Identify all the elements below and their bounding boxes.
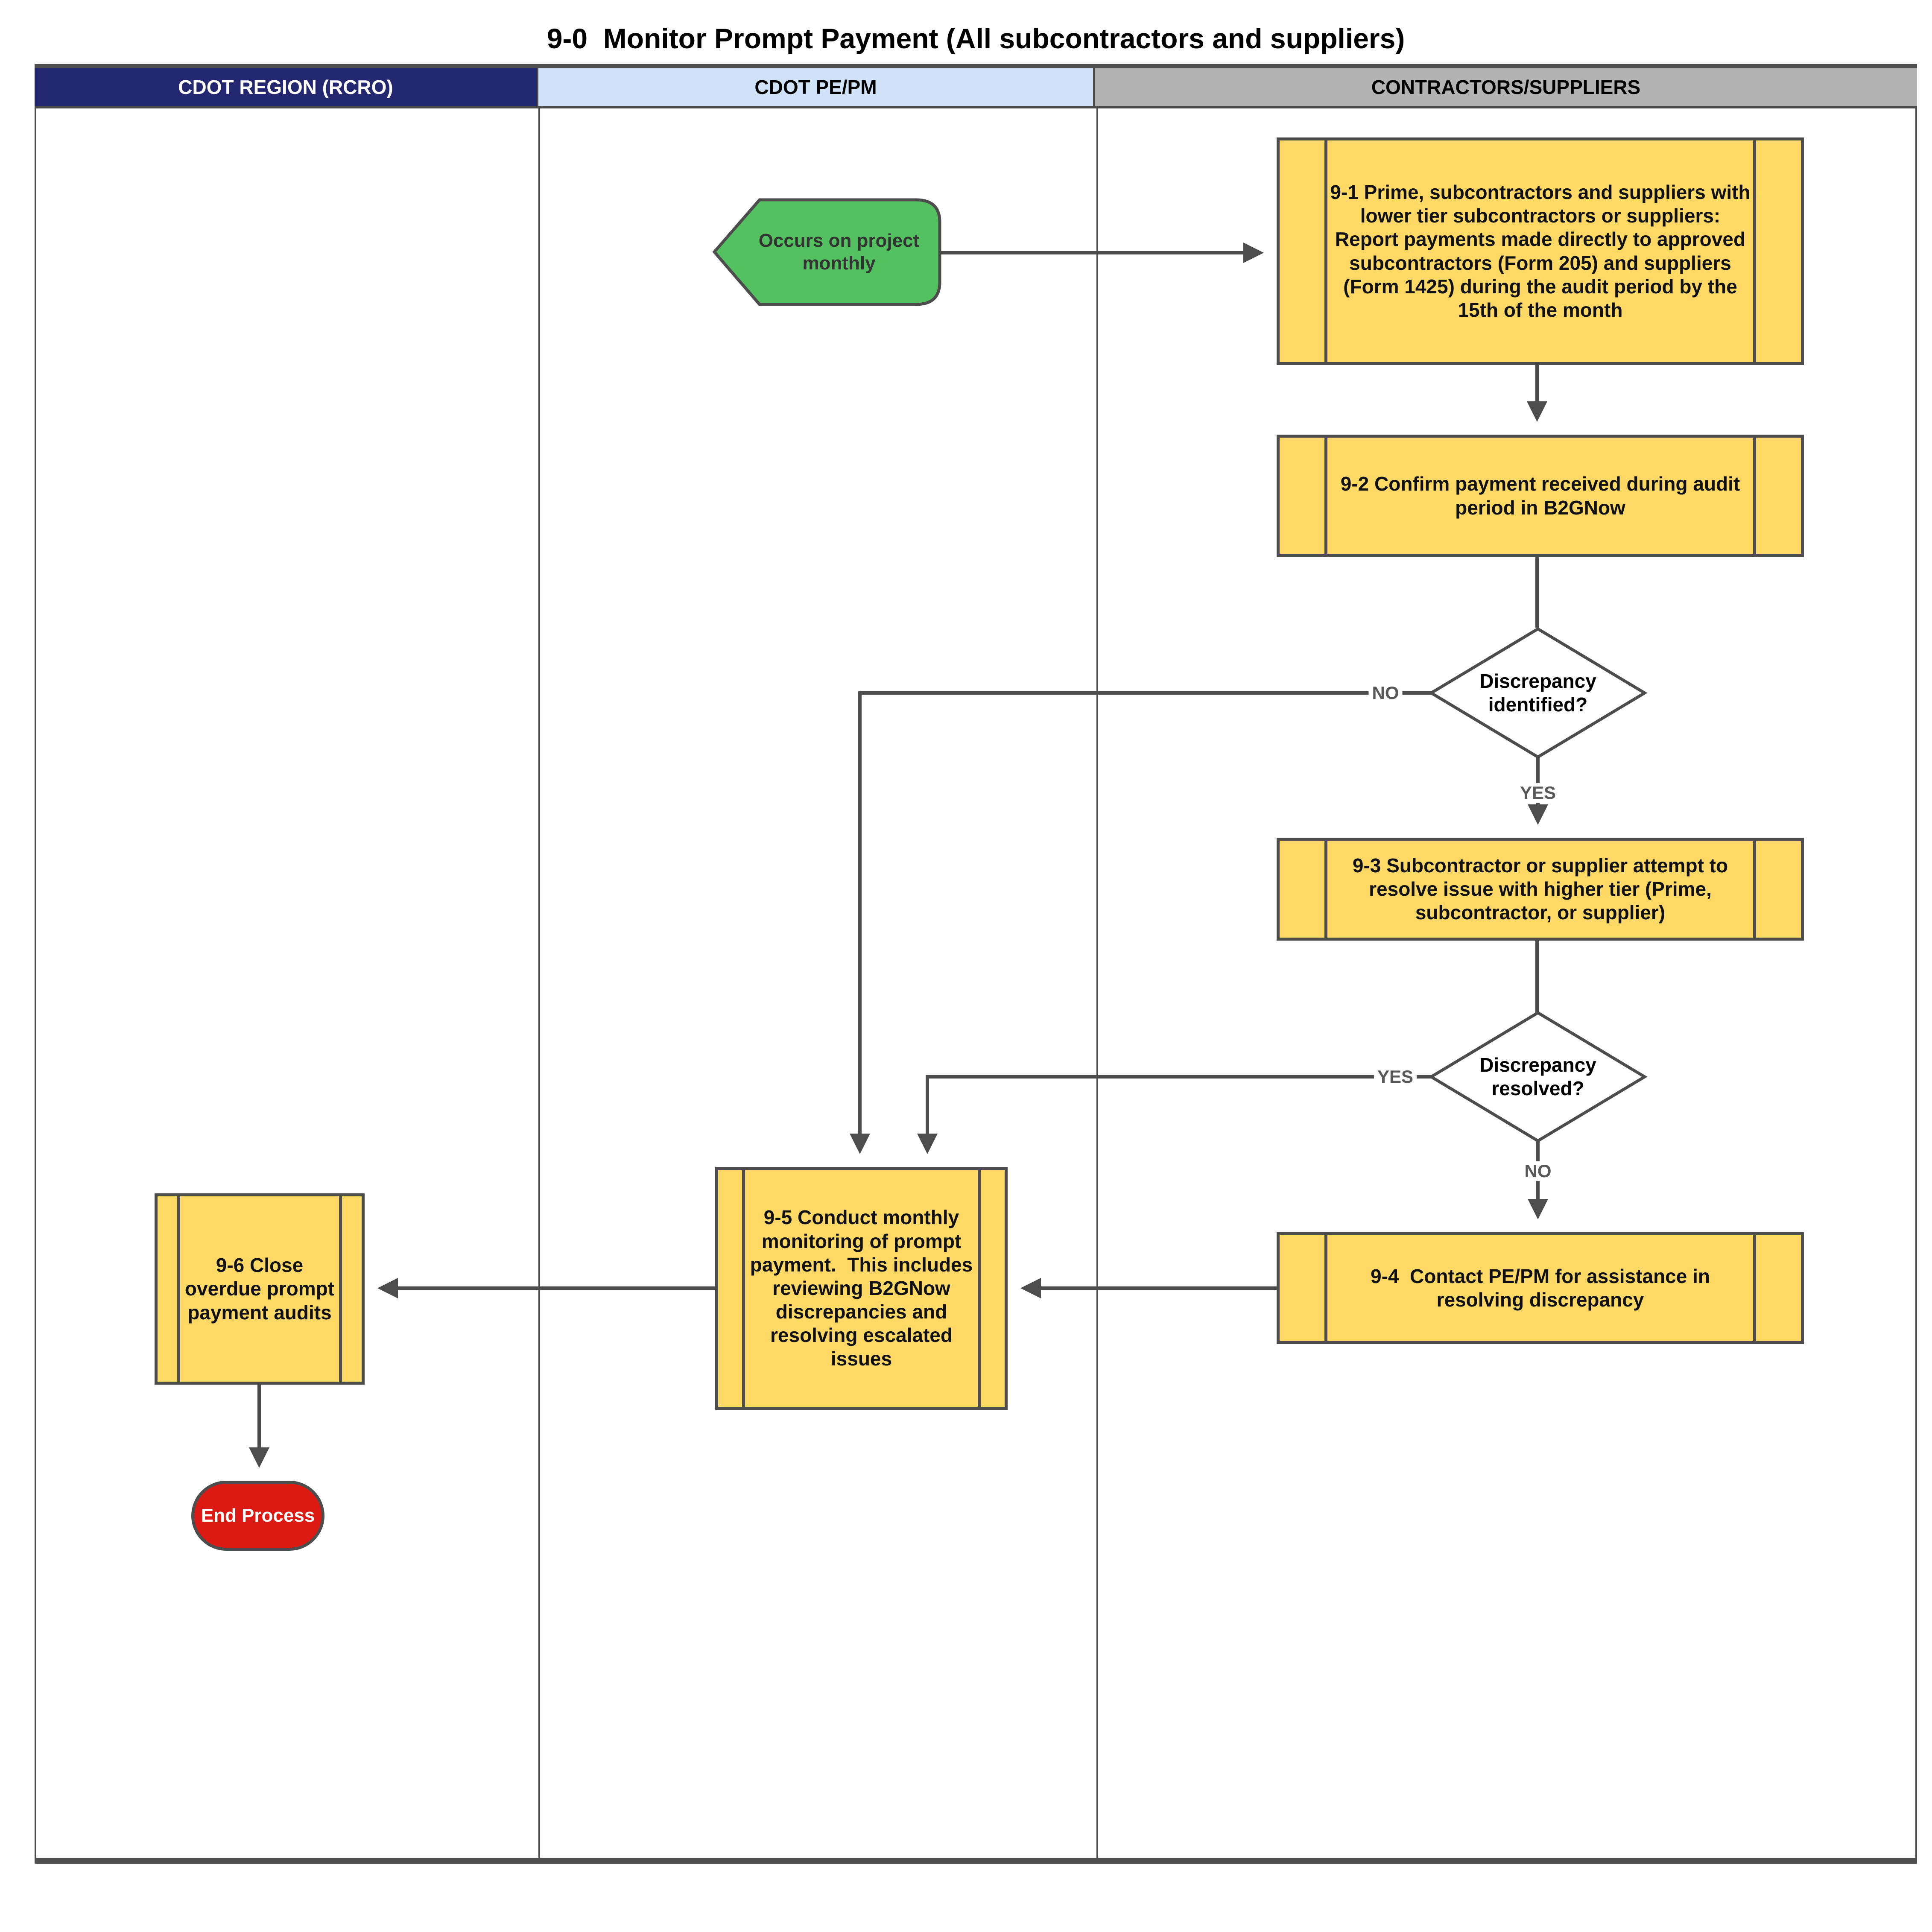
process-box-9-2-label: 9-2 Confirm payment received during audi… xyxy=(1340,473,1746,519)
start-event-label: Occurs on project monthly xyxy=(758,230,925,274)
connector-decision-2-yes-to-9-5 xyxy=(917,1075,1431,1154)
process-box-9-6-label: 9-6 Close overdue prompt payment audits xyxy=(184,1254,340,1324)
process-box-9-3-label: 9-3 Subcontractor or supplier attempt to… xyxy=(1352,854,1733,924)
process-box-9-1: 9-1 Prime, subcontractors and suppliers … xyxy=(1277,137,1804,365)
start-event-shape xyxy=(712,198,941,306)
process-box-9-5: 9-5 Conduct monthly monitoring of prompt… xyxy=(715,1167,1008,1410)
lane-header-cdot-region: CDOT REGION (RCRO) xyxy=(35,68,538,108)
end-terminator: End Process xyxy=(191,1481,324,1551)
process-box-9-5-label: 9-5 Conduct monthly monitoring of prompt… xyxy=(750,1206,978,1370)
edge-label-decision2-yes: YES xyxy=(1374,1067,1417,1087)
edge-label-decision1-yes: YES xyxy=(1516,783,1560,803)
decision-2-shape xyxy=(1428,1011,1648,1143)
process-box-9-4: 9-4 Contact PE/PM for assistance in reso… xyxy=(1277,1232,1804,1344)
decision-1-label: Discrepancy identified? xyxy=(1479,669,1602,716)
lane-divider-2 xyxy=(1096,108,1098,1858)
decision-1-shape xyxy=(1428,627,1648,759)
page-title: 9-0 Monitor Prompt Payment (All subcontr… xyxy=(547,23,1405,54)
swimlane-header-row: CDOT REGION (RCRO) CDOT PE/PM CONTRACTOR… xyxy=(35,64,1917,108)
process-box-9-3: 9-3 Subcontractor or supplier attempt to… xyxy=(1277,838,1804,941)
process-box-9-1-label: 9-1 Prime, subcontractors and suppliers … xyxy=(1330,181,1756,321)
connector-decision-1-no-to-9-5 xyxy=(850,691,1431,1154)
process-box-9-2: 9-2 Confirm payment received during audi… xyxy=(1277,435,1804,557)
edge-label-decision2-no: NO xyxy=(1521,1161,1555,1181)
process-box-9-4-label: 9-4 Contact PE/PM for assistance in reso… xyxy=(1370,1265,1716,1311)
process-box-9-6: 9-6 Close overdue prompt payment audits xyxy=(155,1193,365,1385)
lane-divider-1 xyxy=(538,108,540,1858)
decision-2-label: Discrepancy resolved? xyxy=(1479,1053,1602,1099)
lane-header-contractors-suppliers: CONTRACTORS/SUPPLIERS xyxy=(1095,68,1917,108)
lane-header-cdot-pepm: CDOT PE/PM xyxy=(538,68,1095,108)
edge-label-decision1-no: NO xyxy=(1368,683,1403,703)
